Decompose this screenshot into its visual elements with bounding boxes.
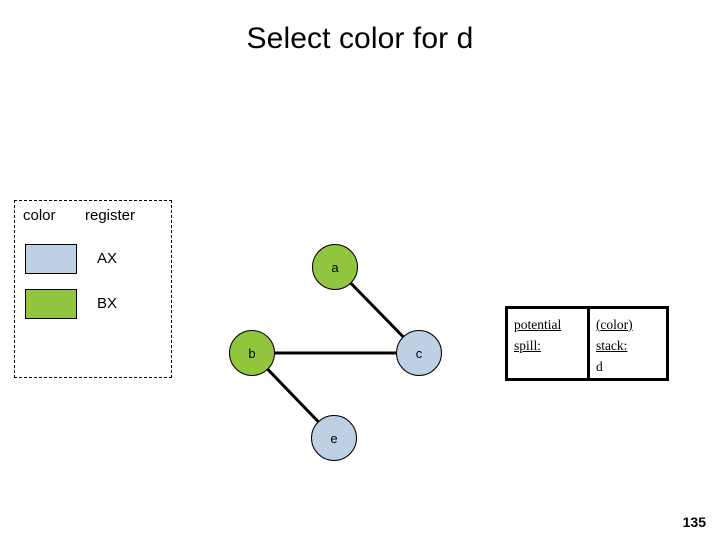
potential-spill-cell: potential spill: (508, 309, 590, 378)
potential-spill-line1: potential (514, 317, 562, 332)
legend-header-register: register (85, 207, 136, 224)
legend-swatch-ax (25, 244, 77, 274)
page-number: 135 (682, 514, 706, 530)
legend-header-color: color (23, 207, 56, 224)
legend-label-ax: AX (97, 250, 118, 267)
color-stack-entry-d: d (595, 358, 603, 374)
graph-node-e-label: e (330, 430, 338, 446)
graph-node-a[interactable]: a (312, 244, 358, 290)
color-stack-cell: (color) stack: d (590, 309, 666, 378)
page-title: Select color for d (246, 22, 474, 55)
legend-label-bx: BX (97, 295, 118, 312)
graph-node-a-label: a (331, 259, 339, 275)
potential-spill-line2: spill: (514, 337, 542, 353)
graph-node-e[interactable]: e (311, 415, 357, 461)
graph-node-b[interactable]: b (229, 330, 275, 376)
legend-swatch-bx (25, 289, 77, 319)
graph-node-c[interactable]: c (396, 330, 442, 376)
graph-node-c-label: c (415, 345, 423, 361)
color-legend: color register AX BX (14, 200, 172, 378)
color-stack-line2: stack: (595, 337, 628, 353)
color-stack-line1: (color) (595, 317, 633, 332)
graph-node-b-label: b (248, 345, 256, 361)
spill-stack-box: potential spill: (color) stack: d (505, 306, 669, 381)
